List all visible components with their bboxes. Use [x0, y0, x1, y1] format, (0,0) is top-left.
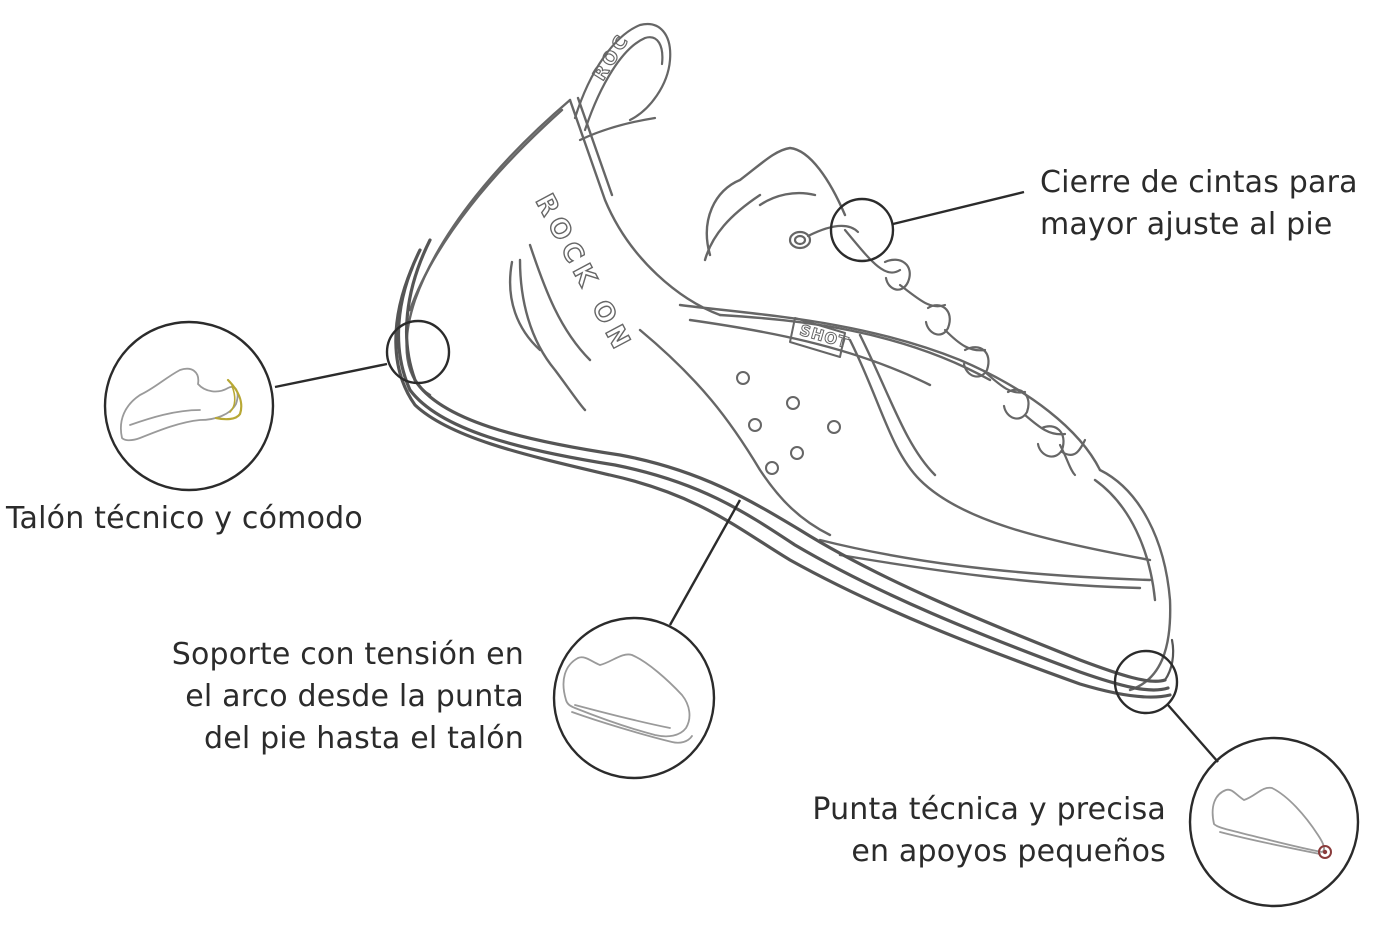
heel-label: Talón técnico y cómodo: [6, 498, 363, 540]
toe-label: Punta técnica y precisa en apoyos pequeñ…: [770, 789, 1166, 873]
shoe-upper: [405, 96, 1172, 692]
toe-label-line: Punta técnica y precisa: [812, 792, 1166, 827]
perforations: [736, 371, 841, 475]
closure-label-line: mayor ajuste al pie: [1040, 207, 1333, 242]
brand-text: ROCK ON: [529, 189, 638, 359]
callout-toe-marker: [1113, 649, 1360, 908]
shot-tag: [789, 317, 846, 358]
closure-label-line: Cierre de cintas para: [1040, 165, 1358, 200]
arch-label-line: Soporte con tensión en: [171, 637, 524, 672]
laces: [788, 224, 1087, 477]
closure-label: Cierre de cintas para mayor ajuste al pi…: [1040, 162, 1358, 246]
callout-heel-marker: [103, 319, 451, 492]
climbing-shoe-sketch: ROC: [394, 22, 1175, 699]
callout-arch-marker: [552, 499, 742, 780]
arch-label-line: el arco desde la punta: [185, 679, 524, 714]
toe-detail-icon: [1211, 786, 1332, 859]
arch-label: Soporte con tensión en el arco desde la …: [118, 634, 524, 760]
heel-label-line: Talón técnico y cómodo: [6, 501, 363, 536]
arch-label-line: del pie hasta el talón: [203, 721, 524, 756]
toe-label-line: en apoyos pequeños: [851, 834, 1166, 869]
pull-tab-text: ROC: [589, 30, 634, 85]
heel-detail-icon: [120, 367, 243, 442]
heel-pull-tab: [573, 22, 672, 142]
callout-closure-marker: [829, 190, 1025, 263]
shoe-sole: [394, 238, 1175, 699]
arch-detail-icon: [562, 653, 693, 744]
